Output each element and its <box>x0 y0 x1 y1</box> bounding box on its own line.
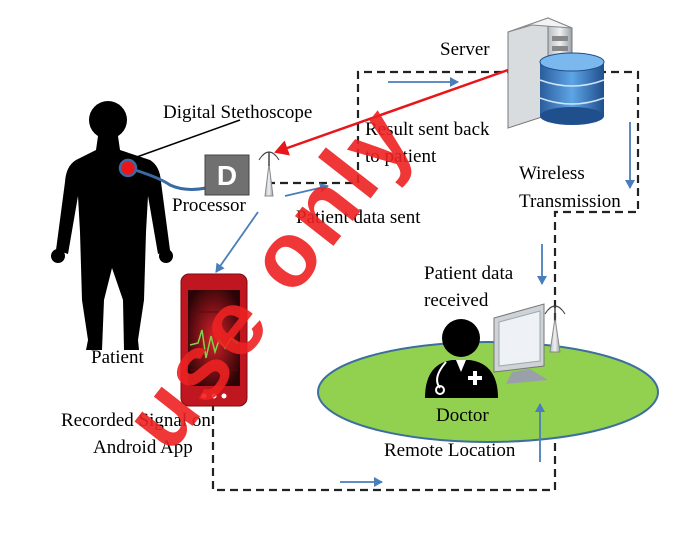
stethoscope-cable <box>134 168 207 191</box>
label-patient-data-received-line2: received <box>424 290 489 311</box>
telemedicine-diagram: D <box>51 17 659 492</box>
processor-box-icon <box>204 154 250 196</box>
phone-icon <box>180 273 248 407</box>
doctor-icon <box>425 319 498 398</box>
label-remote-location: Remote Location <box>384 440 516 461</box>
database-icon <box>539 52 605 125</box>
label-recorded-line1: Recorded Signal on <box>61 410 211 431</box>
dashed-network-path <box>211 70 640 492</box>
label-doctor: Doctor <box>436 405 489 426</box>
label-result-line2: to patient <box>365 146 437 167</box>
label-server: Server <box>440 39 490 60</box>
arrow-antenna-to-phone <box>215 211 259 273</box>
label-patient: Patient <box>91 347 144 368</box>
stethoscope-pointer-line <box>133 119 241 159</box>
stethoscope-head-icon <box>118 158 138 178</box>
label-result-line1: Result sent back <box>365 119 490 140</box>
label-wireless-line1: Wireless <box>519 163 585 184</box>
antenna-icon-remote <box>544 305 566 353</box>
label-wireless-line2: Transmission <box>519 191 621 212</box>
monitor-icon <box>493 303 548 384</box>
label-digital-stethoscope: Digital Stethoscope <box>163 102 313 123</box>
label-processor: Processor <box>172 195 246 216</box>
processor-badge: D <box>217 160 237 191</box>
result-arrow <box>274 68 509 156</box>
label-patient-data-sent: Patient data sent <box>296 207 421 228</box>
label-patient-data-received-line1: Patient data <box>424 263 514 284</box>
patient-silhouette-icon <box>51 101 173 350</box>
arrow-processor-to-path <box>284 182 329 197</box>
label-recorded-line2: Android App <box>93 437 193 458</box>
